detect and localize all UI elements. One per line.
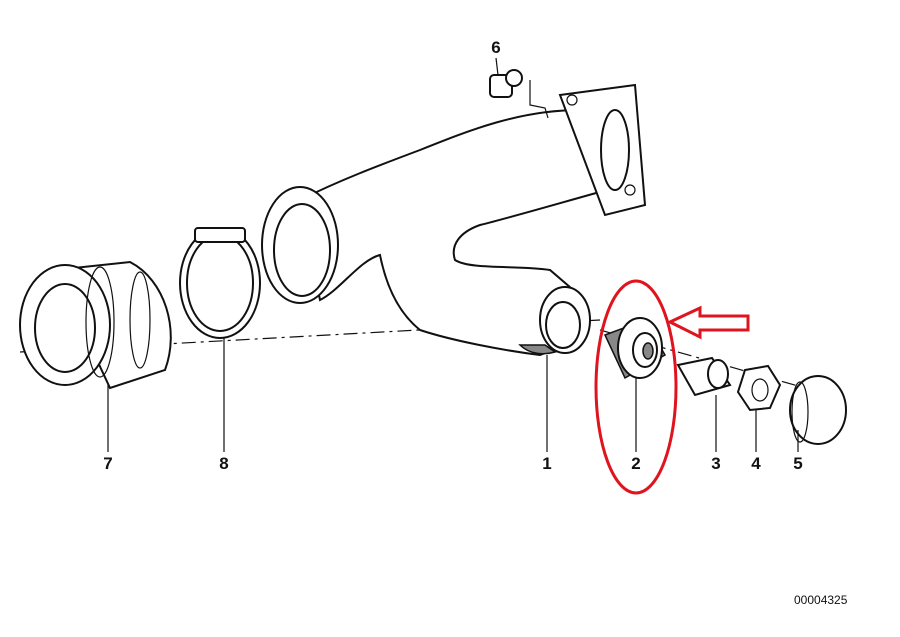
- part-label-2: 2: [631, 454, 640, 473]
- cap-part-5: [789, 375, 847, 445]
- part-label-8: 8: [219, 454, 228, 473]
- part-label-1: 1: [542, 454, 551, 473]
- threaded-stud-part-3: [676, 356, 732, 397]
- part-label-4: 4: [751, 454, 761, 473]
- hose-clamp-part-8: [179, 227, 261, 339]
- bushing-part-2: [603, 317, 667, 380]
- part-label-6: 6: [491, 38, 500, 57]
- drawing-code: 00004325: [794, 593, 848, 607]
- part-label-5: 5: [793, 454, 802, 473]
- nut-part-6: [489, 69, 549, 119]
- hex-nut-part-4: [736, 364, 782, 412]
- highlight-ellipse: [594, 279, 678, 495]
- part-label-3: 3: [711, 454, 720, 473]
- y-pipe-part-1: [261, 83, 647, 357]
- assembly-axis: [19, 319, 601, 353]
- rubber-boot-part-7: [19, 260, 172, 390]
- leader-lines: [107, 57, 799, 452]
- part-label-7: 7: [103, 454, 112, 473]
- highlight-arrow: [666, 305, 750, 340]
